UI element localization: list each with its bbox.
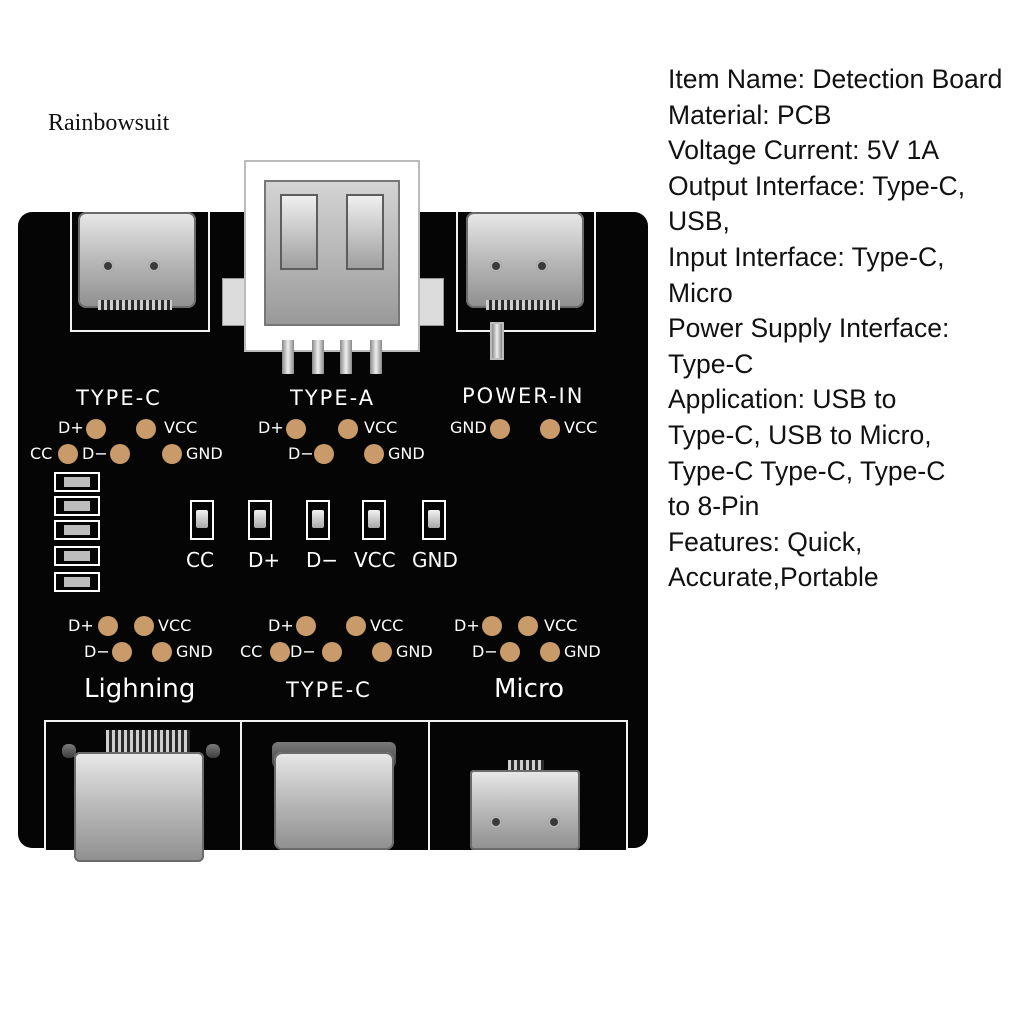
pin-label-dplus: D+ <box>454 616 480 635</box>
pin-label-gnd: GND <box>388 444 425 463</box>
spec-line: Type-C <box>668 348 754 379</box>
lightning-port <box>44 720 242 862</box>
pin-label-cc: CC <box>240 642 263 661</box>
led-indicator <box>248 500 272 540</box>
solder-pad <box>322 642 342 662</box>
pin-label-gnd: GND <box>186 444 223 463</box>
pin-label-dplus: D+ <box>258 418 284 437</box>
pin-label-vcc: VCC <box>370 616 404 635</box>
solder-pad <box>58 444 78 464</box>
led-indicator <box>306 500 330 540</box>
spec-line: Type-C, USB to Micro, <box>668 419 932 450</box>
led-indicator <box>362 500 386 540</box>
solder-pad <box>500 642 520 662</box>
solder-pad <box>338 419 358 439</box>
led-label: D+ <box>248 548 281 572</box>
solder-pad <box>296 616 316 636</box>
solder-pad <box>540 642 560 662</box>
spec-line: Output Interface: Type-C, <box>668 170 966 201</box>
pin-label-gnd: GND <box>176 642 213 661</box>
pin-label-dplus: D+ <box>268 616 294 635</box>
pin-label-gnd: GND <box>450 418 487 437</box>
resistor <box>54 472 100 492</box>
spec-line: Power Supply Interface: <box>668 313 950 344</box>
solder-pad <box>314 444 334 464</box>
pin-label-dminus: D− <box>290 642 316 661</box>
header-type-a: TYPE-A <box>290 386 376 410</box>
header-power-in: POWER-IN <box>462 384 585 408</box>
resistor <box>54 572 100 592</box>
spec-line: Features: Quick, <box>668 526 863 557</box>
spec-line: Material: PCB <box>668 99 832 130</box>
solder-pad <box>152 642 172 662</box>
solder-pad <box>270 642 290 662</box>
connector-tab-right <box>416 278 444 326</box>
spec-line: Application: USB to <box>668 384 897 415</box>
led-label: CC <box>186 548 214 572</box>
solder-pad <box>110 444 130 464</box>
led-label: VCC <box>354 548 396 572</box>
pin-label-gnd: GND <box>564 642 601 661</box>
solder-pad <box>482 616 502 636</box>
spec-line: Micro <box>668 277 733 308</box>
resistor <box>54 496 100 516</box>
pin-label-vcc: VCC <box>158 616 192 635</box>
pin-label-dplus: D+ <box>58 418 84 437</box>
spec-line: to 8-Pin <box>668 491 760 522</box>
pin-label-dminus: D− <box>84 642 110 661</box>
pin-label-dplus: D+ <box>68 616 94 635</box>
pin-label-dminus: D− <box>288 444 314 463</box>
pin-label-dminus: D− <box>82 444 108 463</box>
usb-a-port <box>244 160 504 360</box>
solder-pad <box>86 419 106 439</box>
type-c-port-top-left <box>70 212 210 332</box>
led-indicator <box>422 500 446 540</box>
spec-line: Voltage Current: 5V 1A <box>668 135 940 166</box>
spec-list: Item Name: Detection Board Material: PCB… <box>668 62 1024 596</box>
type-c-port-bottom <box>240 720 430 850</box>
spec-line: USB, <box>668 206 730 237</box>
pin-label-vcc: VCC <box>564 418 598 437</box>
led-indicator <box>190 500 214 540</box>
header-type-c-top: TYPE-C <box>76 386 162 410</box>
pin-label-gnd: GND <box>396 642 433 661</box>
header-micro: Micro <box>494 674 564 704</box>
solder-pad <box>134 616 154 636</box>
solder-pad <box>346 616 366 636</box>
solder-pad <box>286 419 306 439</box>
resistor <box>54 520 100 540</box>
brand-watermark: Rainbowsuit <box>48 110 170 136</box>
pin-label-dminus: D− <box>472 642 498 661</box>
pin-label-vcc: VCC <box>164 418 198 437</box>
pin-label-cc: CC <box>30 444 53 463</box>
solder-pad <box>112 642 132 662</box>
header-type-c-bottom: TYPE-C <box>286 678 372 702</box>
solder-pad <box>518 616 538 636</box>
micro-usb-port <box>428 720 628 850</box>
solder-pad <box>490 419 510 439</box>
pin-label-vcc: VCC <box>364 418 398 437</box>
power-in-port <box>456 212 596 332</box>
solder-pad <box>162 444 182 464</box>
spec-line: Input Interface: Type-C, <box>668 241 945 272</box>
header-lightning: Lighning <box>84 674 196 704</box>
solder-pad <box>372 642 392 662</box>
led-label: GND <box>412 548 458 572</box>
resistor <box>54 546 100 566</box>
pin-label-vcc: VCC <box>544 616 578 635</box>
solder-pad <box>364 444 384 464</box>
solder-pad <box>136 419 156 439</box>
spec-line: Item Name: Detection Board <box>668 64 1003 94</box>
solder-pad <box>98 616 118 636</box>
spec-line: Accurate,Portable <box>668 562 879 593</box>
spec-line: Type-C Type-C, Type-C <box>668 455 946 486</box>
led-label: D− <box>306 548 339 572</box>
solder-pad <box>540 419 560 439</box>
